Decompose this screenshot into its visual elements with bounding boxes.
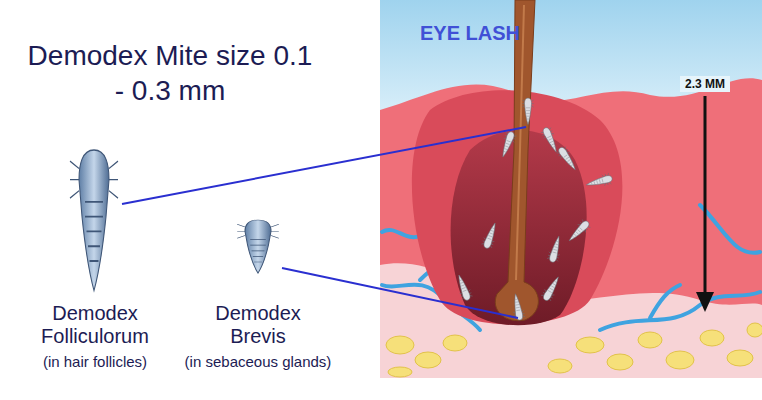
eyelash [495, 0, 538, 321]
leader-line [122, 127, 526, 204]
depth-arrow [704, 96, 707, 295]
habitat-note: (in hair follicles) [15, 353, 175, 370]
sky-band [380, 0, 762, 378]
folliculorum-mite [70, 150, 118, 291]
leader-line [282, 268, 518, 318]
fat-cells [386, 323, 762, 377]
eyelash-highlight [516, 5, 524, 280]
part-label: EYE LASH [420, 22, 540, 45]
title: Demodex Mite size 0.1 - 0.3 mm [25, 38, 315, 108]
species-name: Demodex Brevis [203, 302, 313, 348]
habitat-note: (in sebaceous glands) [168, 353, 348, 370]
brevis-mite [237, 220, 279, 273]
small-mites [454, 98, 614, 321]
dermis [380, 78, 762, 378]
species-name: Demodex Folliculorum [25, 302, 165, 348]
arrow-head [696, 292, 714, 312]
dimension: 2.3 MM [680, 76, 730, 92]
